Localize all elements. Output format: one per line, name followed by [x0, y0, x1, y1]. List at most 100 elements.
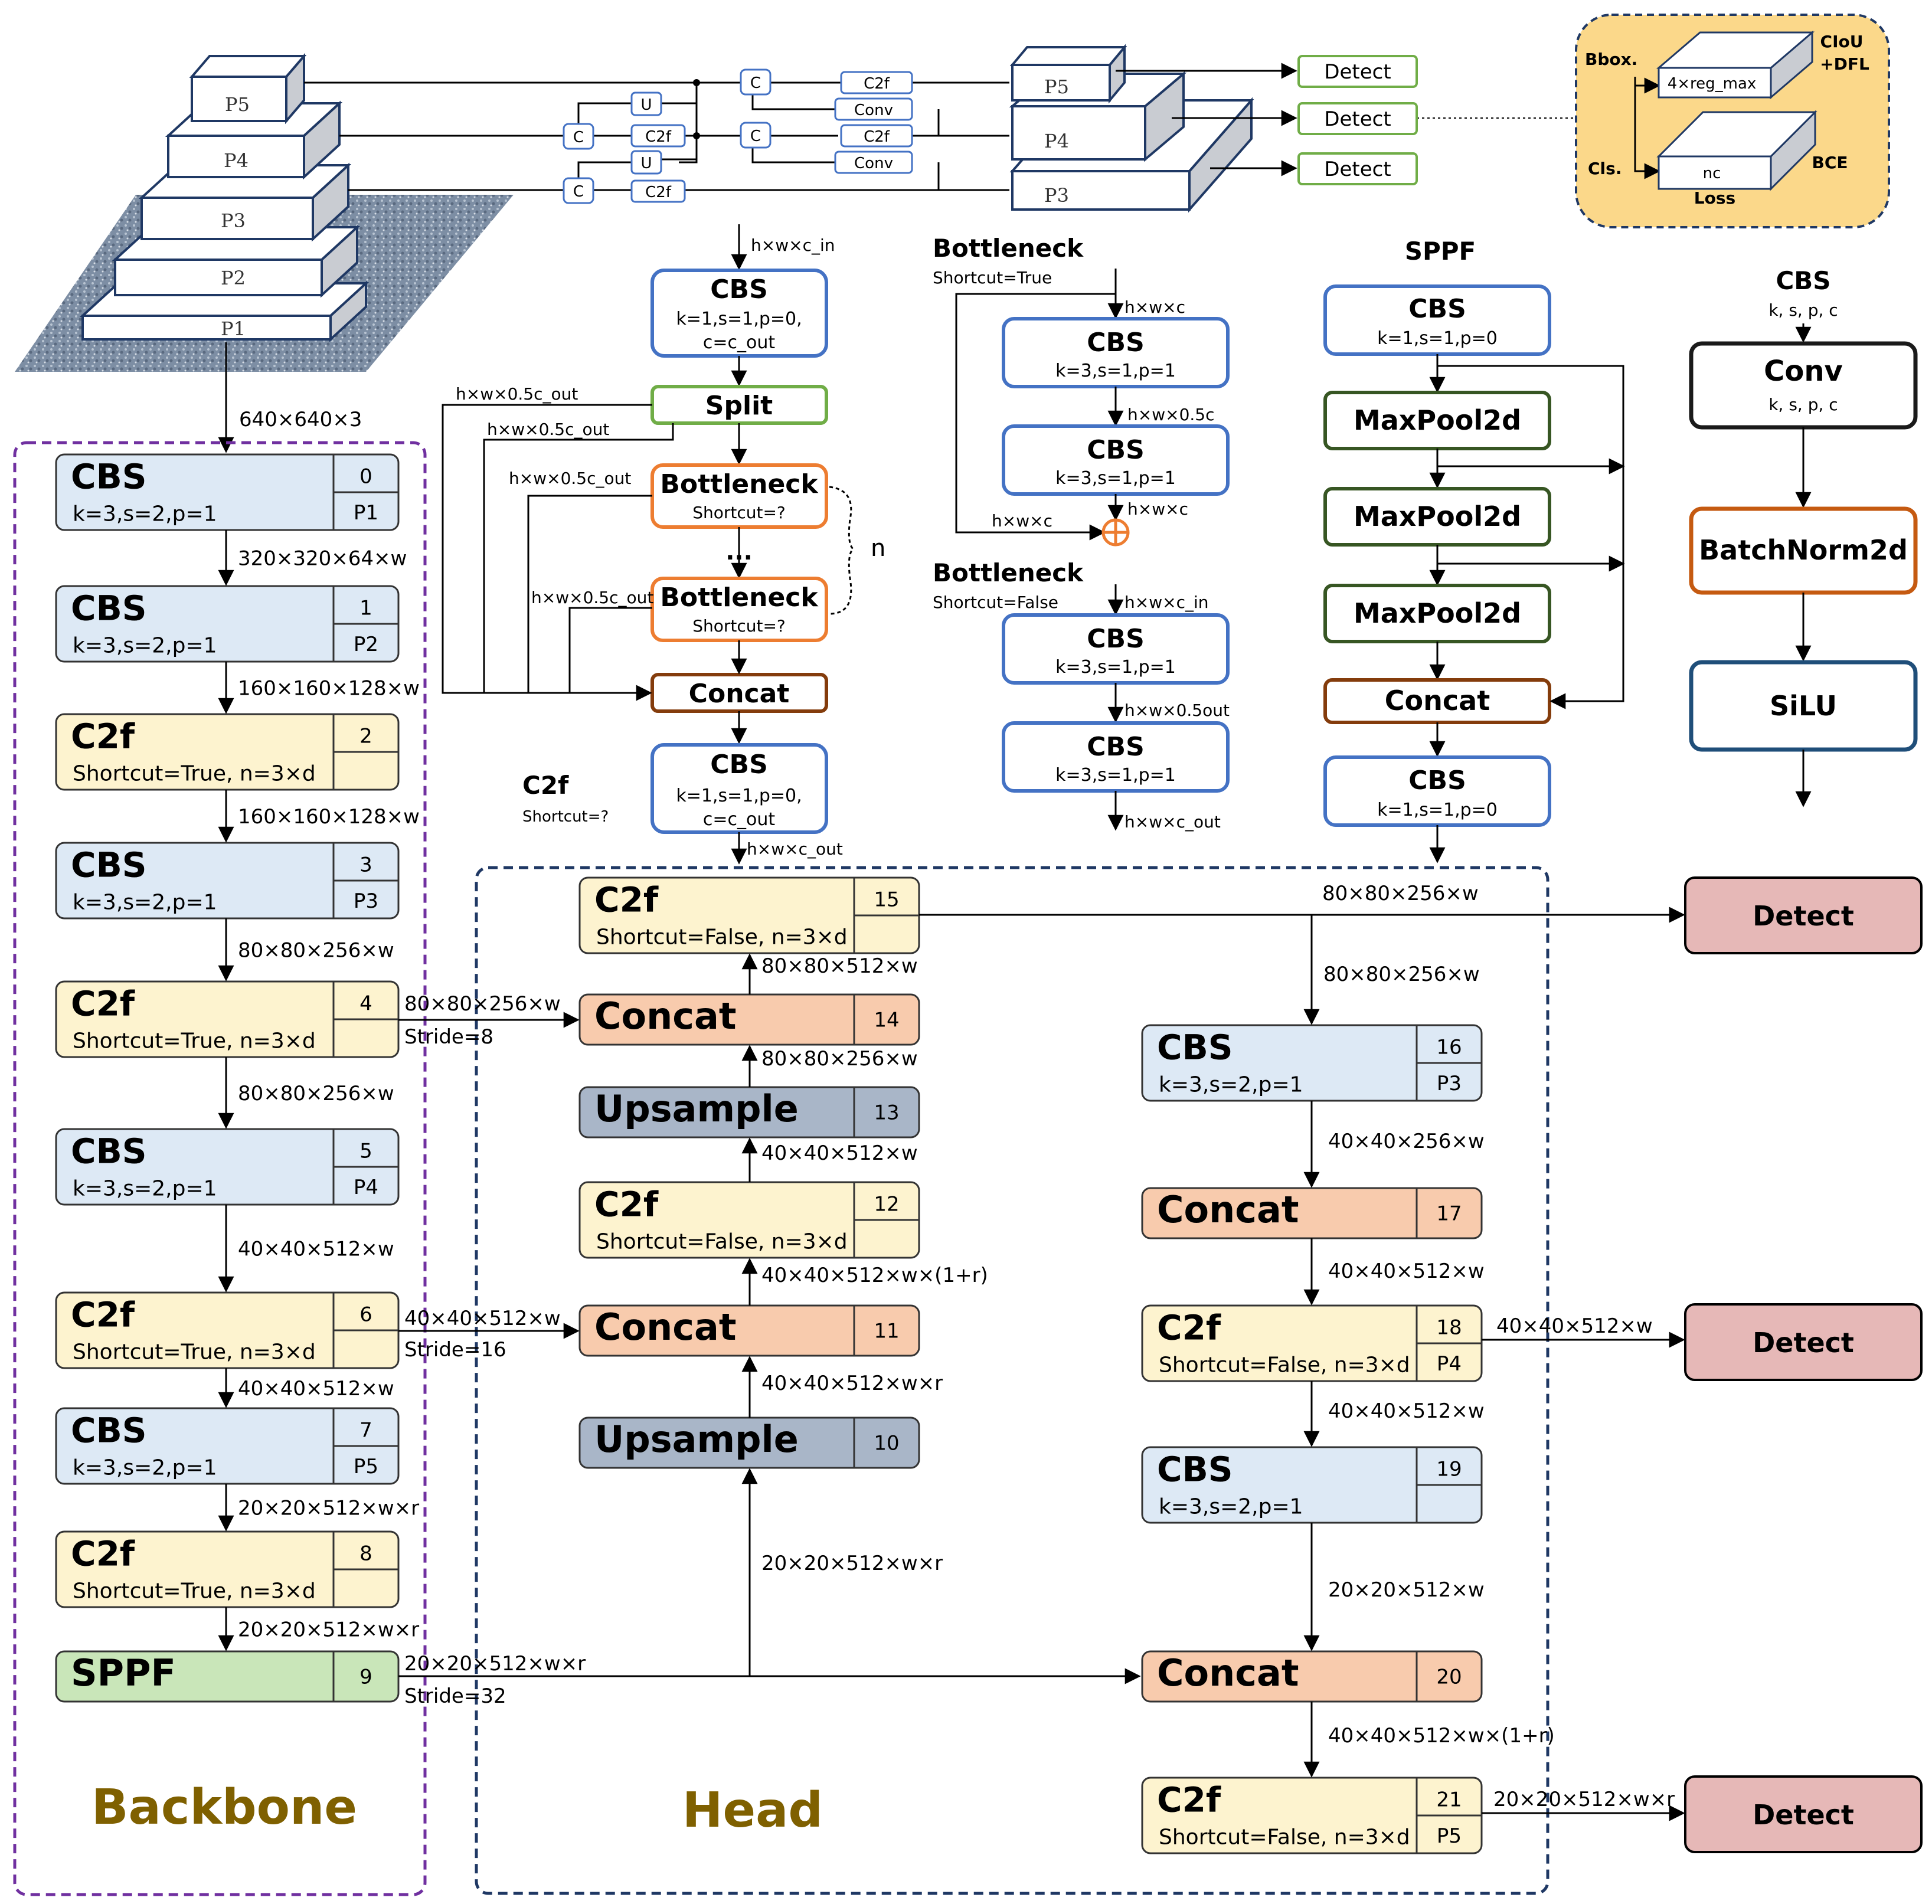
head-block-21-index: 21	[1436, 1788, 1462, 1812]
neck-c2f-block-4	[840, 124, 913, 148]
backbone-block-3-params: k=3,s=2,p=1	[73, 891, 217, 915]
bottleneck-true-label-4: h×w×c	[992, 511, 1052, 531]
c2f-cbs-1-line1: k=1,s=1,p=0,	[676, 309, 802, 329]
c2f-branch-label-1: h×w×0.5c_out	[456, 384, 578, 404]
backbone-block-8-name: C2f	[71, 1534, 135, 1574]
backbone-block-6-name: C2f	[71, 1295, 135, 1335]
cbs-def-conv-params: k, s, p, c	[1768, 395, 1838, 414]
c2f-module-subtitle: Shortcut=?	[522, 808, 609, 826]
head-connectors: 80×80×512×w80×80×256×w40×40×512×w40×40×5…	[398, 882, 1685, 1821]
bottleneck-true-subtitle: Shortcut=True	[933, 268, 1052, 287]
head-right-dim-8: 20×20×512×w×r	[1493, 1788, 1675, 1811]
head-block-12-index: 12	[874, 1193, 899, 1216]
loss-bce-label: BCE	[1812, 153, 1848, 172]
sppf-detail: SPPF CBS k=1,s=1,p=0 MaxPool2d MaxPool2d…	[1323, 237, 1625, 863]
backbone-dim-2: 160×160×128×w	[238, 805, 420, 829]
top-detect-p5	[1297, 55, 1418, 88]
head-right-dim-5: 40×40×512×w	[1328, 1399, 1485, 1423]
bottleneck-true-cbs-1-params: k=3,s=1,p=1	[1055, 361, 1176, 381]
c2f-bottom-label: h×w×c_out	[747, 839, 843, 859]
backbone-block-4-name: C2f	[71, 984, 135, 1024]
head-region	[475, 866, 1549, 1895]
sppf-cbs-2-params: k=1,s=1,p=0	[1377, 800, 1498, 820]
backbone-dim-0: 320×320×64×w	[238, 547, 407, 571]
cbs-def-bn-label: BatchNorm2d	[1699, 534, 1908, 566]
backbone-dim-7: 20×20×512×w×r	[238, 1497, 419, 1520]
neck-conv-block-2	[834, 151, 913, 174]
head-block-14-name: Concat	[594, 994, 736, 1038]
c2f-module-detail: C2f Shortcut=? h×w×c_in CBS k=1,s=1,p=0,…	[442, 224, 885, 865]
backbone-block-0-index: 0	[359, 465, 372, 489]
neck-u-block-2	[630, 150, 662, 175]
bottleneck-false-cbs-2-name: CBS	[1087, 732, 1145, 762]
neck-small-blocks: C C C C U U C2f C2f C2f C2f Conv Conv	[563, 68, 913, 204]
backbone-block-0-params: k=3,s=2,p=1	[73, 502, 217, 526]
pyramid-label-p4: P4	[224, 149, 249, 172]
backbone-blocks: CBSk=3,s=2,p=10P1CBSk=3,s=2,p=11P2C2fSho…	[55, 453, 400, 1703]
head-right-dim-3: 40×40×512×w	[1328, 1259, 1485, 1283]
neck-c-label-4: C	[750, 127, 761, 145]
c2f-cbs-2-line2: c=c_out	[703, 809, 775, 830]
backbone-block-3-name: CBS	[71, 845, 147, 885]
head-block-10-name: Upsample	[594, 1418, 799, 1461]
sppf-concat-label: Concat	[1385, 685, 1490, 717]
backbone-block-5-params: k=3,s=2,p=1	[73, 1177, 217, 1201]
c2f-cbs-2-line1: k=1,s=1,p=0,	[676, 786, 802, 806]
pyramid-label-p3: P3	[221, 210, 246, 232]
head-block-17-index: 17	[1436, 1202, 1462, 1225]
backbone-block-9-index: 9	[359, 1665, 372, 1689]
head-block-17-name: Concat	[1157, 1188, 1299, 1231]
backbone-block-3-tag: P3	[354, 889, 378, 913]
head-block-18-index: 18	[1436, 1316, 1462, 1340]
detect-block-p4	[1684, 1303, 1923, 1381]
c2f-top-label: h×w×c_in	[751, 235, 835, 255]
head-block-15-index: 15	[874, 888, 899, 912]
backbone-region	[13, 441, 427, 1896]
head-block-20-name: Concat	[1157, 1651, 1299, 1694]
backbone-block-4-params: Shortcut=True, n=3×d	[73, 1029, 316, 1054]
detect-label-p4: Detect	[1753, 1327, 1854, 1359]
cbs-definition: CBS k, s, p, c Conv k, s, p, c BatchNorm…	[1689, 266, 1918, 807]
neck-u-label-2: U	[640, 155, 652, 172]
c2f-bottleneck-1-name: Bottleneck	[660, 469, 819, 499]
backbone-dim-5: 40×40×512×w	[238, 1238, 394, 1261]
neck-c-label-1: C	[573, 129, 584, 146]
loss-label: Loss	[1694, 188, 1735, 208]
neck-c2f-block-1	[630, 124, 686, 148]
c2f-concat-label: Concat	[689, 679, 790, 709]
neck-u-block-1	[630, 91, 662, 116]
loss-nc-label: nc	[1703, 165, 1721, 182]
backbone-block-9-name: SPPF	[71, 1651, 176, 1694]
backbone-block-7-params: k=3,s=2,p=1	[73, 1456, 217, 1480]
bottleneck-false-label-2: h×w×0.5out	[1124, 701, 1230, 720]
backbone-block-7-name: CBS	[71, 1411, 147, 1451]
c2f-branch-label-2: h×w×0.5c_out	[487, 420, 609, 439]
detect-label-p3: Detect	[1753, 900, 1854, 932]
cbs-def-title-params: k, s, p, c	[1768, 300, 1838, 320]
loss-panel: Bbox. Cls. CIoU +DFL BCE Loss 4×reg_max …	[1575, 14, 1890, 228]
sppf-maxpool-2-label: MaxPool2d	[1354, 500, 1521, 532]
cbs-def-title: CBS	[1776, 266, 1830, 295]
bottleneck-false-label-1: h×w×c_in	[1124, 593, 1209, 612]
backbone-block-0-tag: P1	[354, 501, 378, 525]
backbone-block-1-index: 1	[359, 597, 372, 620]
sppf-title: SPPF	[1405, 237, 1476, 266]
backbone-block-7-index: 7	[359, 1419, 372, 1442]
c2f-bottleneck-2-name: Bottleneck	[660, 583, 819, 613]
bottleneck-true-label-1: h×w×c	[1124, 297, 1185, 317]
neck-u-label-1: U	[640, 96, 652, 114]
backbone-block-8-index: 8	[359, 1542, 372, 1566]
neck-c2f-label-3: C2f	[864, 75, 890, 93]
neck-conv-block-1	[834, 97, 913, 121]
head-block-10-index: 10	[874, 1431, 899, 1455]
neck-c-block-1	[563, 123, 594, 150]
